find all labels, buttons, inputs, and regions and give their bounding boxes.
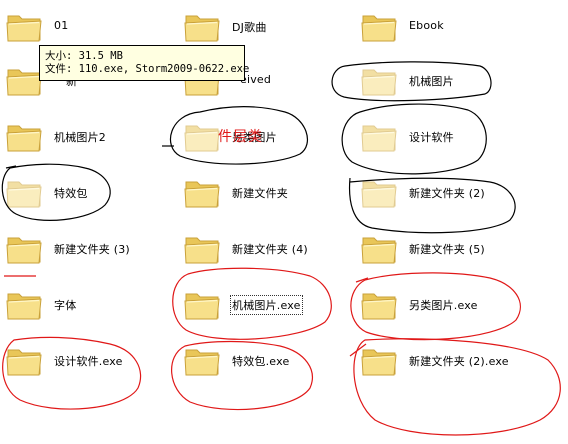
folder-item[interactable]: 新建文件夹 (5) [361,228,531,272]
folder-label: 新建文件夹 (4) [232,243,308,256]
folder-item[interactable]: 设计软件 [361,116,531,160]
folder-label: 新建文件夹 (2).exe [409,355,509,368]
red-annotation-text: 件层类 [218,129,263,145]
folder-item[interactable]: 01 [6,6,176,50]
folder-label: 新建文件夹 (3) [54,243,130,256]
folder-item[interactable]: 新建文件夹 (3) [6,228,176,272]
folder-label: 新建文件夹 (5) [409,243,485,256]
folder-label: 另类图片.exe [409,299,478,312]
folder-icon[interactable] [6,344,44,378]
black-circle-annotation [5,165,17,169]
folder-item[interactable]: 另类图片 [184,116,354,160]
folder-item[interactable]: 新建文件夹 [184,172,354,216]
folder-label: 新建文件夹 (2) [409,187,485,200]
folder-icon[interactable] [184,232,222,266]
folder-item[interactable]: 机械图片2 [6,116,176,160]
folder-icon[interactable] [361,344,399,378]
folder-item[interactable]: 新建文件夹 (2) [361,172,531,216]
folder-label: 特效包 [54,187,88,200]
folder-label: 字体 [54,299,77,312]
folder-label: Ebook [409,19,444,32]
folder-label: 机械图片.exe [230,295,303,315]
folder-item[interactable]: 机械图片.exe [184,284,354,328]
folder-icon[interactable] [6,232,44,266]
folder-icon[interactable] [184,288,222,322]
tooltip-size: 大小: 31.5 MB [45,50,123,62]
file-tooltip: 大小: 31.5 MB 文件: 110.exe, Storm2009-0622.… [39,45,250,81]
folder-icon[interactable] [6,120,44,154]
folder-label: 特效包.exe [232,355,290,368]
folder-icon[interactable] [184,176,222,210]
folder-item[interactable]: 新建文件夹 (2).exe [361,340,531,384]
tooltip-files: 文件: 110.exe, Storm2009-0622.exe [45,63,250,75]
folder-item[interactable]: 特效包 [6,172,176,216]
folder-icon[interactable] [6,176,44,210]
folder-icon[interactable] [6,288,44,322]
folder-item[interactable]: 特效包.exe [184,340,354,384]
folder-icon[interactable] [361,10,399,44]
folder-label: eived [240,73,272,86]
folder-item[interactable]: 机械图片 [361,60,531,104]
folder-label: 设计软件.exe [54,355,123,368]
folder-item[interactable]: Ebook [361,6,531,50]
folder-item[interactable]: 新 [6,60,176,104]
folder-icon[interactable] [184,10,222,44]
folder-item[interactable]: 新建文件夹 (4) [184,228,354,272]
folder-label: 新 [66,75,78,88]
folder-item[interactable]: 字体 [6,284,176,328]
folder-item[interactable]: 设计软件.exe [6,340,176,384]
folder-label: 机械图片2 [54,131,106,144]
folder-icon[interactable] [361,288,399,322]
folder-icon[interactable] [361,232,399,266]
folder-label: DJ歌曲 [232,21,267,34]
folder-label: 01 [54,19,69,32]
folder-icon[interactable] [184,120,222,154]
folder-icon[interactable] [361,64,399,98]
folder-icon[interactable] [361,120,399,154]
folder-item[interactable]: DJ歌曲 [184,6,354,50]
folder-icon[interactable] [361,176,399,210]
folder-item[interactable]: 另类图片.exe [361,284,531,328]
folder-icon[interactable] [184,344,222,378]
folder-label: 设计软件 [409,131,454,144]
folder-label: 新建文件夹 [232,187,288,200]
folder-label: 机械图片 [409,75,454,88]
red-circle-annotation [355,277,369,283]
folder-icon[interactable] [6,10,44,44]
